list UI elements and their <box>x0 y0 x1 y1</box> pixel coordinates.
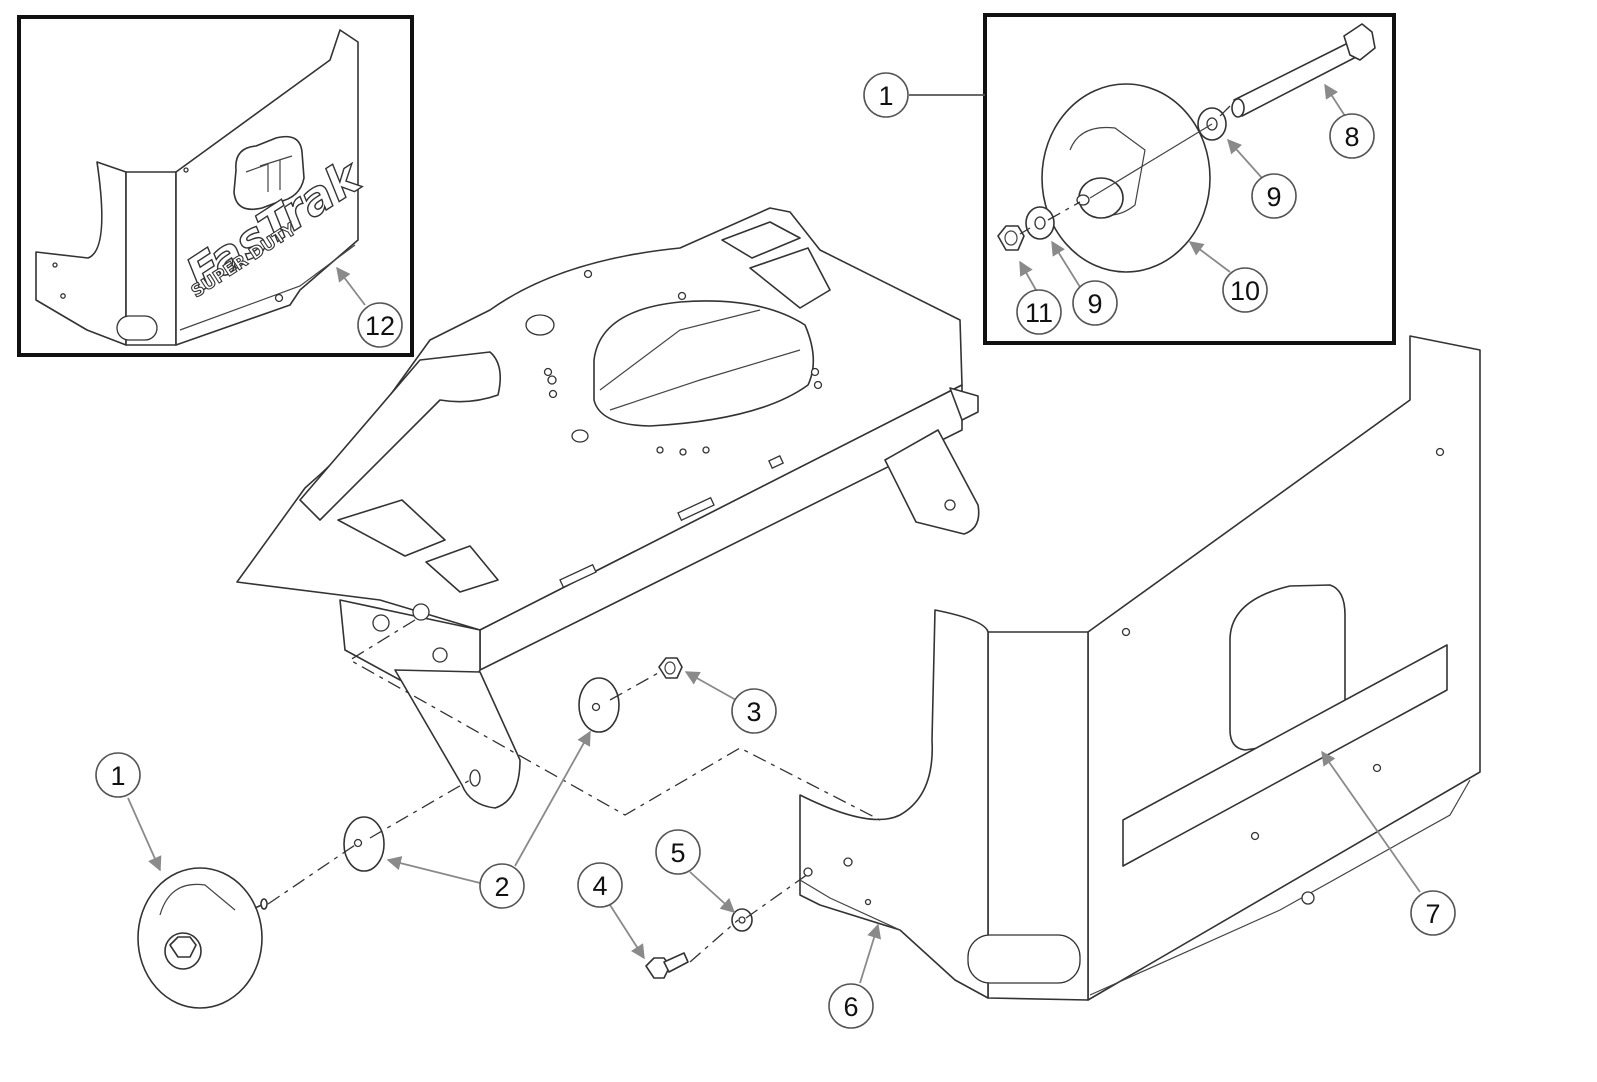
callout-label: 4 <box>592 871 607 901</box>
callout-label: 3 <box>746 697 761 727</box>
callout-12: 12 <box>357 302 403 348</box>
inset-shield-panel: FasTrak SUPER DUTY <box>17 15 414 357</box>
callout-label: 9 <box>1266 182 1281 212</box>
callout-label: 12 <box>365 311 395 341</box>
callout-1-top: 1 <box>863 72 909 118</box>
callout-5: 5 <box>655 829 701 875</box>
callout-4: 4 <box>577 862 623 908</box>
callout-label: 9 <box>1087 289 1102 319</box>
bolt-part-8 <box>1231 23 1376 118</box>
callout-label: 8 <box>1344 122 1359 152</box>
wheel-part-1-bottom <box>137 867 268 1009</box>
callout-9-left: 9 <box>1072 280 1118 326</box>
callout-2: 2 <box>479 863 525 909</box>
mounting-flange-part-6 <box>799 879 901 931</box>
callout-11: 11 <box>1016 289 1062 335</box>
spacer-part-2-right <box>578 677 620 733</box>
washer-part-9-left <box>1025 206 1055 240</box>
callout-7: 7 <box>1410 890 1456 936</box>
shield-part-12 <box>35 29 359 346</box>
bolt-part-4 <box>645 952 689 979</box>
callout-10: 10 <box>1222 267 1268 313</box>
callout-9-right: 9 <box>1251 173 1297 219</box>
callout-label: 1 <box>110 761 125 791</box>
main-chassis-frame <box>236 207 980 809</box>
callout-label: 7 <box>1425 899 1440 929</box>
callout-label: 5 <box>670 838 685 868</box>
washer-part-5 <box>731 908 753 932</box>
callout-label: 6 <box>843 992 858 1022</box>
callout-8: 8 <box>1329 113 1375 159</box>
callout-6: 6 <box>828 983 874 1029</box>
inset-wheel-assembly <box>983 13 1396 345</box>
callout-1-bottom: 1 <box>95 752 141 798</box>
leader-lines <box>127 83 1421 984</box>
assembly-center-lines <box>267 105 1231 963</box>
callout-label: 10 <box>1230 276 1260 306</box>
spacer-part-2-left <box>343 816 385 872</box>
wheel-part-10 <box>1041 83 1211 273</box>
nut-part-3 <box>658 657 683 679</box>
callout-label: 11 <box>1025 298 1053 328</box>
callout-3: 3 <box>731 688 777 734</box>
large-shield-part-7 <box>799 335 1481 1001</box>
callout-label: 1 <box>878 81 893 111</box>
nut-part-11 <box>997 225 1025 251</box>
callout-label: 2 <box>494 872 509 902</box>
